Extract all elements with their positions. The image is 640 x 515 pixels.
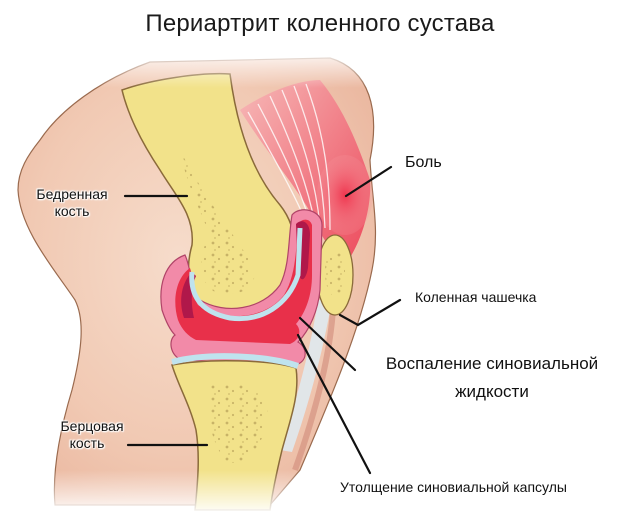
patellar-tendon <box>280 300 332 452</box>
label-synovial-line1: Воспаление синовиальной <box>385 354 599 373</box>
diagram-title: Периартрит коленного сустава <box>145 10 495 37</box>
leader-pain <box>344 165 393 198</box>
label-femur-line1: Бедренная <box>36 186 108 202</box>
label-tibia-line1: Берцовая <box>60 418 124 434</box>
leader-capsule-thickening <box>296 333 372 475</box>
label-femur: Бедренная кость <box>22 186 122 220</box>
pain-area <box>317 155 373 235</box>
label-pain: Боль <box>405 154 442 171</box>
label-tibia: Берцовая кость <box>52 418 132 452</box>
label-tibia-line2: кость <box>69 435 105 451</box>
femoral-cartilage <box>189 227 303 322</box>
label-synovial-inflammation: Воспаление синовиальной жидкости <box>372 350 612 406</box>
label-synovial-line2: жидкости <box>455 382 529 401</box>
leader-patella <box>338 298 402 327</box>
label-patella: Коленная чашечка <box>415 289 537 305</box>
label-femur-line2: кость <box>54 203 90 219</box>
label-capsule-thickening: Утолщение синовиальной капсулы <box>340 479 567 495</box>
leader-synovial-inflammation <box>298 316 357 372</box>
tibial-cartilage <box>171 353 300 369</box>
